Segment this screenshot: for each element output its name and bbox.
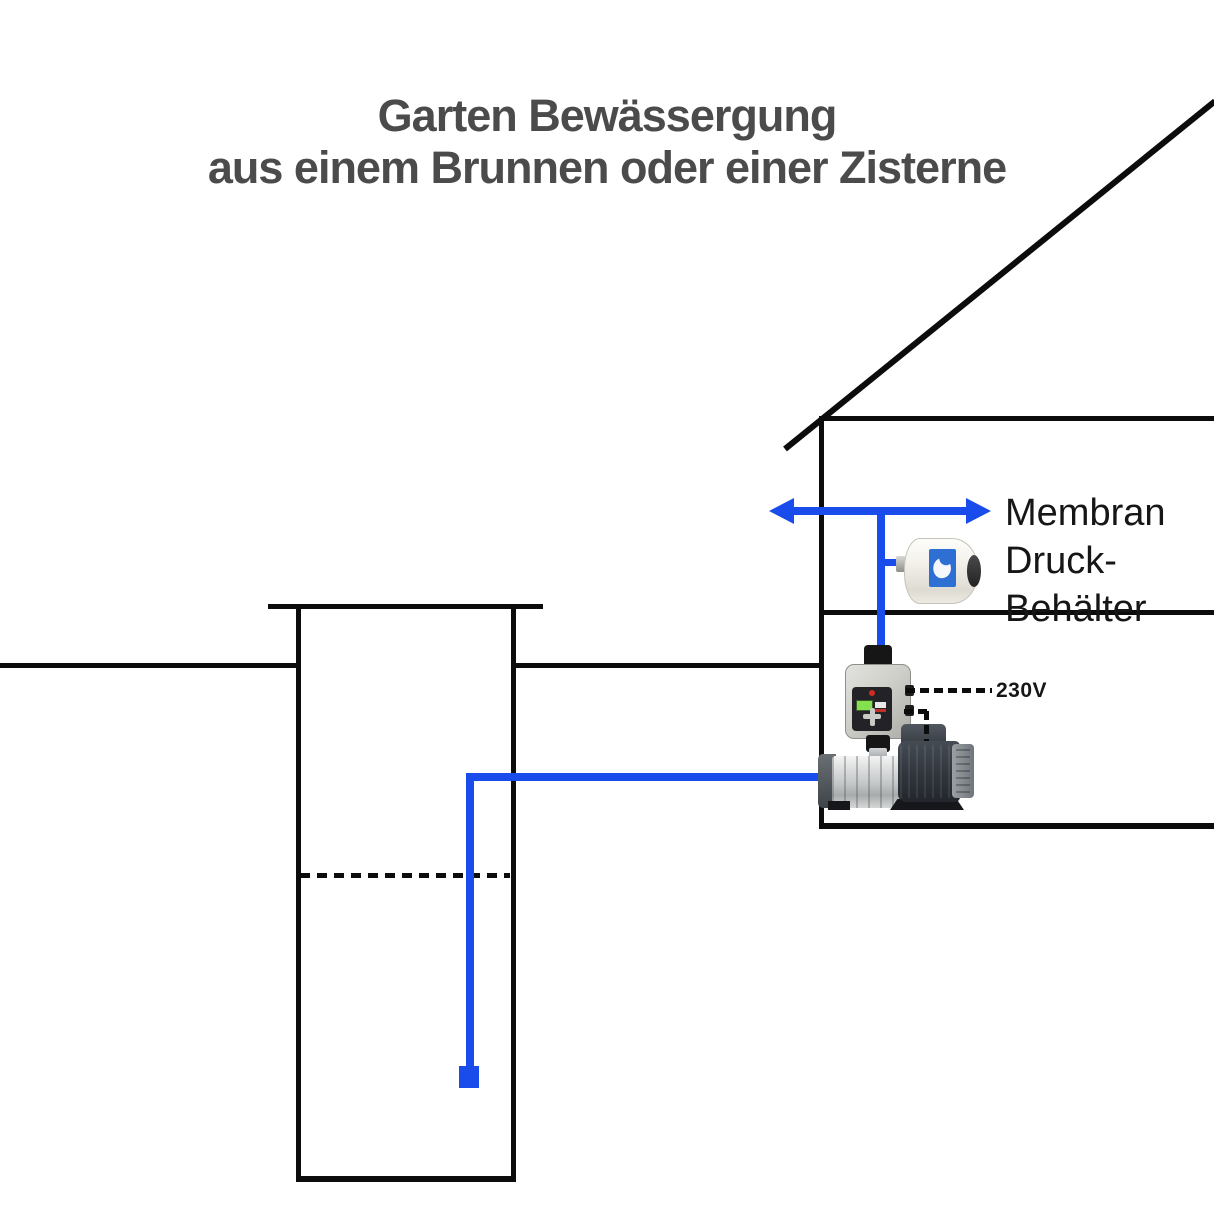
membrane-tank-label-line3: Behälter — [1005, 588, 1147, 630]
foot-valve-icon — [459, 1066, 479, 1088]
tank-brand-swan-icon — [930, 555, 954, 581]
controller-outlet-fitting — [866, 735, 890, 752]
membrane-tank-label-line2: Druck- — [1005, 540, 1117, 582]
riser-pipe — [877, 510, 885, 652]
pump-mounting-foot-left — [828, 801, 850, 810]
tank-brand-label — [929, 549, 956, 587]
water-level-dashed-line — [300, 873, 510, 878]
pump-fan-cover — [952, 744, 974, 798]
house-basement-floor-line — [819, 823, 1214, 829]
arrow-right-icon — [966, 498, 991, 524]
pump-suction-end-cap — [818, 754, 836, 808]
well-wall-left — [296, 606, 301, 1180]
ground-line-left — [0, 663, 296, 668]
controller-logo-dot — [869, 690, 875, 696]
tank-branch-pipe — [881, 559, 901, 566]
well-cap-line — [268, 604, 543, 609]
controller-brand-mark — [875, 702, 886, 712]
pump-mounting-foot — [890, 799, 964, 810]
controller-display — [856, 700, 873, 711]
motor-wire-vertical — [924, 711, 929, 741]
motor-wire-horizontal — [904, 709, 930, 714]
arrow-left-icon — [769, 498, 794, 524]
house-wall-line — [819, 416, 824, 829]
tank-air-valve-cap — [967, 555, 981, 587]
well-bottom-line — [296, 1176, 516, 1182]
power-wire-230v — [906, 688, 992, 693]
house-ceiling-line — [819, 416, 1214, 421]
controller-keypad-vertical — [870, 708, 875, 726]
suction-pipe-horizontal — [466, 773, 836, 781]
pump-motor-icon — [898, 741, 960, 802]
membrane-tank-label-line1: Membran — [1005, 492, 1166, 534]
page-title: Garten Bewässergung aus einem Brunnen od… — [0, 90, 1214, 194]
membrane-tank-label: Membran Druck- Behälter — [1005, 489, 1166, 633]
pump-terminal-box — [901, 724, 946, 746]
pump-stainless-body — [832, 756, 904, 808]
tank-fitting — [896, 556, 906, 572]
power-voltage-label: 230V — [996, 679, 1048, 702]
well-wall-right — [511, 606, 516, 1180]
page-title-line1: Garten Bewässergung — [377, 90, 838, 141]
page-title-line2: aus einem Brunnen oder einer Zisterne — [207, 142, 1007, 193]
ground-line-right — [516, 663, 823, 668]
suction-pipe-vertical — [466, 776, 474, 1068]
house-mid-floor-line — [819, 610, 1214, 615]
